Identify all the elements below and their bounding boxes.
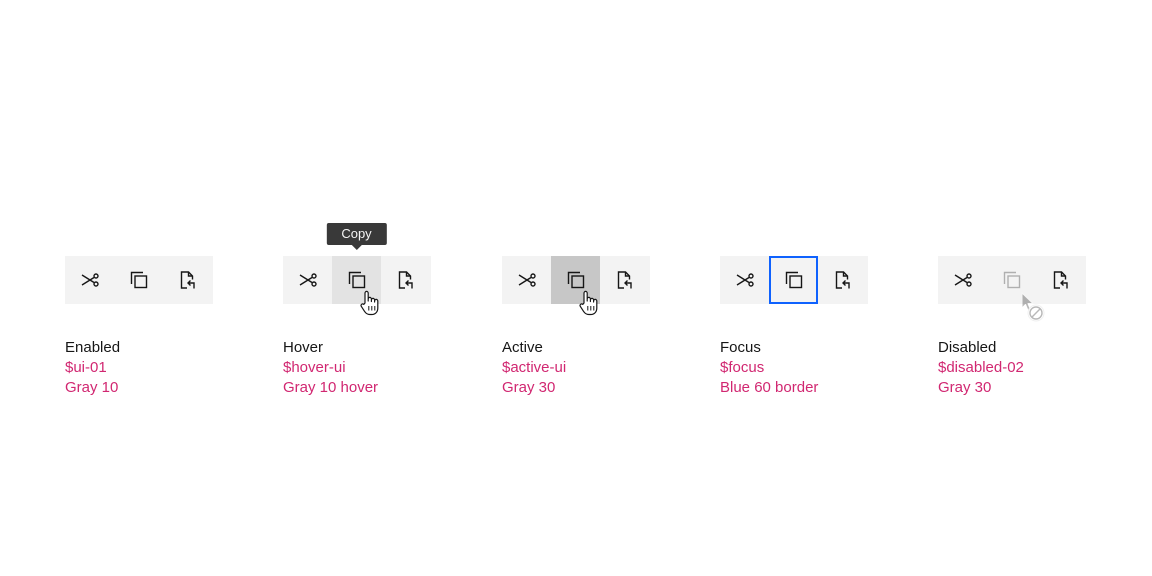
state-title: Disabled	[938, 339, 997, 356]
state-title: Enabled	[65, 339, 121, 356]
color-token: $focus	[720, 359, 765, 376]
caption: Enabled $ui-01 Gray 10	[65, 338, 215, 398]
copy-button[interactable]	[114, 256, 163, 304]
paste-icon	[1053, 271, 1068, 289]
paste-icon	[398, 271, 413, 289]
paste-icon	[835, 271, 850, 289]
variant-active: Active $active-ui Gray 30	[502, 256, 652, 398]
variant-enabled: Enabled $ui-01 Gray 10	[65, 256, 215, 398]
color-token: $disabled-02	[938, 359, 1024, 376]
cut-icon	[299, 273, 317, 287]
copy-icon	[785, 271, 802, 289]
variant-hover: Copy Hover $hover-ui Gray 10 hover	[283, 223, 433, 398]
variant-disabled: Disabled $disabled-02 Gray 30	[938, 256, 1088, 398]
paste-button[interactable]	[163, 256, 212, 304]
copy-button[interactable]: Copy	[326, 223, 387, 316]
variant-focus: Focus $focus Blue 60 border	[720, 256, 870, 398]
color-name: Gray 30	[502, 379, 556, 396]
state-title: Focus	[720, 339, 761, 356]
toolbar: Copy	[283, 223, 431, 316]
paste-button[interactable]	[600, 256, 649, 304]
cut-button[interactable]	[283, 256, 332, 304]
color-token: $ui-01	[65, 359, 107, 376]
paste-button[interactable]	[818, 256, 867, 304]
paste-button[interactable]	[381, 256, 430, 304]
copy-button	[987, 256, 1045, 322]
paste-icon	[180, 271, 195, 289]
hand-cursor-icon	[579, 290, 598, 316]
copy-icon	[1003, 271, 1020, 289]
toolbar	[720, 256, 868, 304]
copy-tooltip: Copy	[326, 223, 387, 250]
cut-icon	[81, 273, 99, 287]
color-name: Blue 60 border	[720, 379, 819, 396]
caption: Disabled $disabled-02 Gray 30	[938, 338, 1088, 398]
caption: Hover $hover-ui Gray 10 hover	[283, 338, 433, 398]
copy-button[interactable]	[551, 256, 600, 316]
paste-icon	[617, 271, 632, 289]
color-token: $hover-ui	[283, 359, 346, 376]
cut-button[interactable]	[720, 256, 769, 304]
caption: Active $active-ui Gray 30	[502, 338, 652, 398]
color-name: Gray 30	[938, 379, 992, 396]
copy-button[interactable]	[769, 256, 818, 304]
paste-button[interactable]	[1036, 256, 1085, 304]
toolbar	[938, 256, 1086, 322]
hand-cursor-icon	[360, 290, 379, 316]
copy-icon	[130, 271, 147, 289]
toolbar	[65, 256, 213, 304]
color-name: Gray 10	[65, 379, 119, 396]
cut-button[interactable]	[502, 256, 551, 304]
cut-icon	[736, 273, 754, 287]
cut-icon	[954, 273, 972, 287]
toolbar	[502, 256, 650, 316]
color-token: $active-ui	[502, 359, 567, 376]
caption: Focus $focus Blue 60 border	[720, 338, 870, 398]
copy-icon	[567, 271, 584, 289]
state-title: Active	[502, 339, 543, 356]
color-name: Gray 10 hover	[283, 379, 379, 396]
state-title: Hover	[283, 339, 324, 356]
cut-button[interactable]	[65, 256, 114, 304]
cut-icon	[518, 273, 536, 287]
copy-icon	[348, 271, 365, 289]
cut-button[interactable]	[938, 256, 987, 304]
